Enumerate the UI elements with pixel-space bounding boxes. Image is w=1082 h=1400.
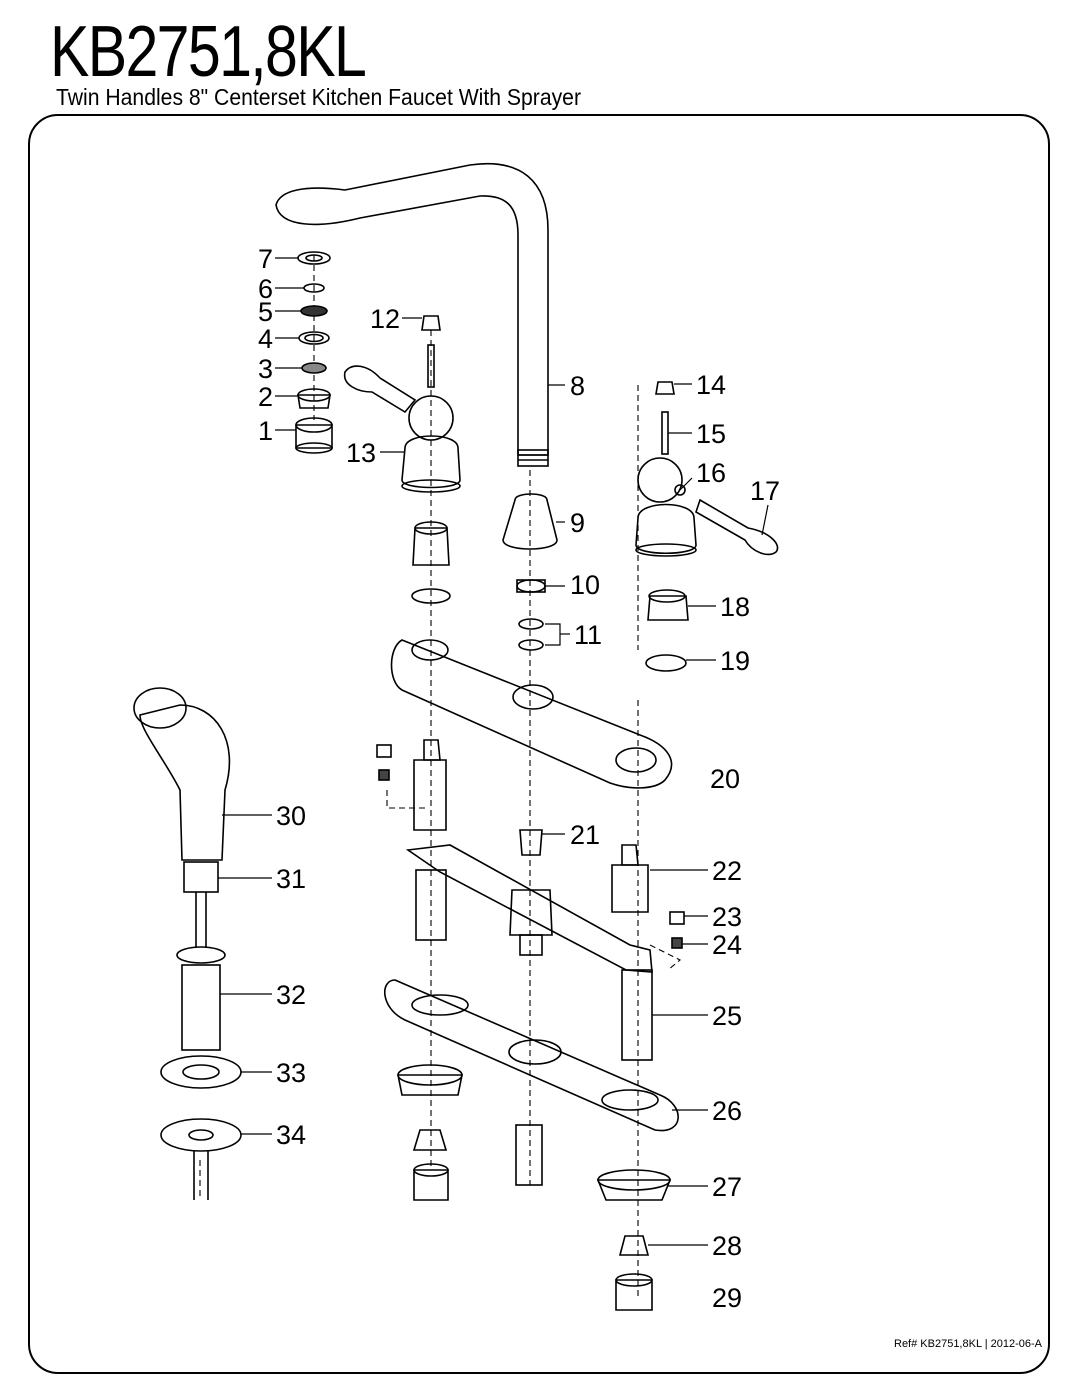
callout-21: 21 xyxy=(570,820,600,850)
callout-20: 20 xyxy=(710,764,740,794)
callout-8: 8 xyxy=(570,371,585,401)
callout-16: 16 xyxy=(696,458,726,488)
callout-23: 23 xyxy=(712,902,742,932)
left-handle-part-13 xyxy=(343,315,461,493)
spout-part-8 xyxy=(275,163,549,467)
callout-9: 9 xyxy=(570,508,585,538)
side-sprayer-parts-30-34 xyxy=(133,687,242,1200)
right-handle-part-16 xyxy=(635,381,779,557)
page-title: KB2751,8KL xyxy=(50,12,367,92)
callout-leader-lines xyxy=(218,257,769,1246)
callout-14: 14 xyxy=(696,370,726,400)
callout-13: 13 xyxy=(346,438,376,468)
callout-19: 19 xyxy=(720,646,750,676)
callout-18: 18 xyxy=(720,592,750,622)
page-subtitle: Twin Handles 8" Centerset Kitchen Faucet… xyxy=(56,84,582,110)
callout-17: 17 xyxy=(750,476,780,506)
callout-34: 34 xyxy=(276,1120,306,1150)
mounting-nuts-27-29 xyxy=(397,1064,672,1311)
callout-3: 3 xyxy=(258,354,273,384)
callout-33: 33 xyxy=(276,1058,306,1088)
callout-24: 24 xyxy=(712,930,742,960)
collars-and-rings xyxy=(411,493,689,672)
callout-30: 30 xyxy=(276,801,306,831)
callout-15: 15 xyxy=(696,419,726,449)
callout-26: 26 xyxy=(712,1096,742,1126)
callout-29: 29 xyxy=(712,1283,742,1313)
callout-1: 1 xyxy=(258,416,273,446)
callout-12: 12 xyxy=(370,304,400,334)
callout-25: 25 xyxy=(712,1001,742,1031)
gasket-part-26 xyxy=(383,979,679,1132)
callout-5: 5 xyxy=(258,297,273,327)
valve-body-parts-21-25 xyxy=(376,739,685,1061)
callout-6: 6 xyxy=(258,274,273,304)
callout-7: 7 xyxy=(258,244,273,274)
callout-10: 10 xyxy=(570,570,600,600)
callout-27: 27 xyxy=(712,1172,742,1202)
callout-4: 4 xyxy=(258,324,273,354)
aerator-parts-1-7 xyxy=(295,251,333,454)
callout-labels: 1 2 3 4 5 6 7 8 9 10 11 12 13 14 15 16 1… xyxy=(258,244,780,1313)
diagram-frame xyxy=(28,114,1050,1374)
callout-32: 32 xyxy=(276,980,306,1010)
deck-plate-part-20 xyxy=(390,639,673,789)
callout-11: 11 xyxy=(574,620,602,650)
callout-28: 28 xyxy=(712,1231,742,1261)
callout-31: 31 xyxy=(276,864,306,894)
callout-2: 2 xyxy=(258,382,273,412)
reference-number: Ref# KB2751,8KL | 2012-06-A xyxy=(894,1338,1042,1350)
callout-22: 22 xyxy=(712,856,742,886)
